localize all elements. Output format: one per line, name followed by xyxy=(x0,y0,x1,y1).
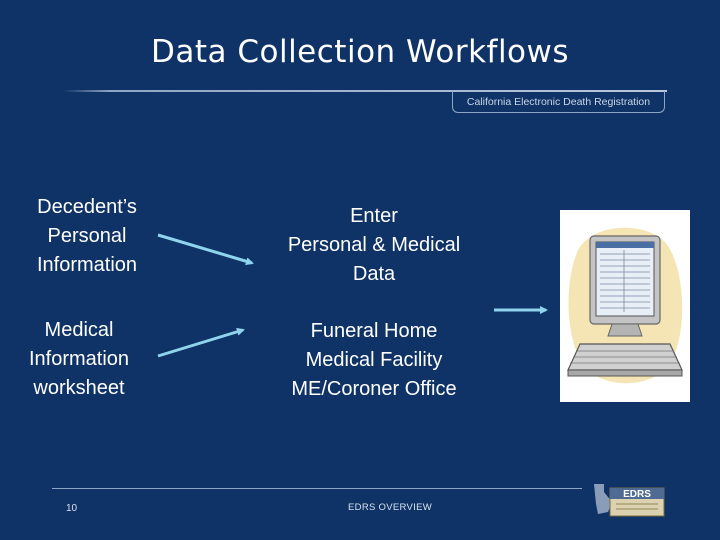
logo-text: EDRS xyxy=(623,489,651,500)
slide-title: Data Collection Workflows xyxy=(150,34,570,70)
text-line: worksheet xyxy=(33,377,125,399)
footer-divider xyxy=(52,488,582,489)
footer-label: EDRS OVERVIEW xyxy=(348,502,432,513)
header-banner: California Electronic Death Registration xyxy=(452,91,665,113)
text-line: Funeral Home xyxy=(310,320,438,342)
arrow-decedent-to-enter xyxy=(157,233,254,266)
arrow-medical-to-funeral xyxy=(157,327,245,358)
page-number: 10 xyxy=(66,503,78,514)
middle-item-locations: Funeral Home Medical Facility ME/Coroner… xyxy=(264,317,484,404)
text-line: Data xyxy=(352,263,396,285)
text-line: Enter xyxy=(350,205,398,227)
text-line: Information xyxy=(36,254,138,276)
text-line: Personal & Medical xyxy=(287,234,461,256)
text-line: Medical xyxy=(44,319,114,341)
text-line: Decedent’s xyxy=(37,196,137,218)
middle-item-enter-data: Enter Personal & Medical Data xyxy=(264,202,484,289)
computer-illustration xyxy=(560,210,690,402)
title-divider xyxy=(62,90,667,92)
text-line: Information xyxy=(28,348,130,370)
text-line: ME/Coroner Office xyxy=(291,378,457,400)
text-line: Personal xyxy=(47,225,127,247)
text-line: Medical Facility xyxy=(305,349,443,371)
left-item-medical: Medical Information worksheet xyxy=(6,316,152,403)
edrs-logo: EDRS xyxy=(590,482,666,520)
left-item-decedent: Decedent’s Personal Information xyxy=(14,193,160,280)
